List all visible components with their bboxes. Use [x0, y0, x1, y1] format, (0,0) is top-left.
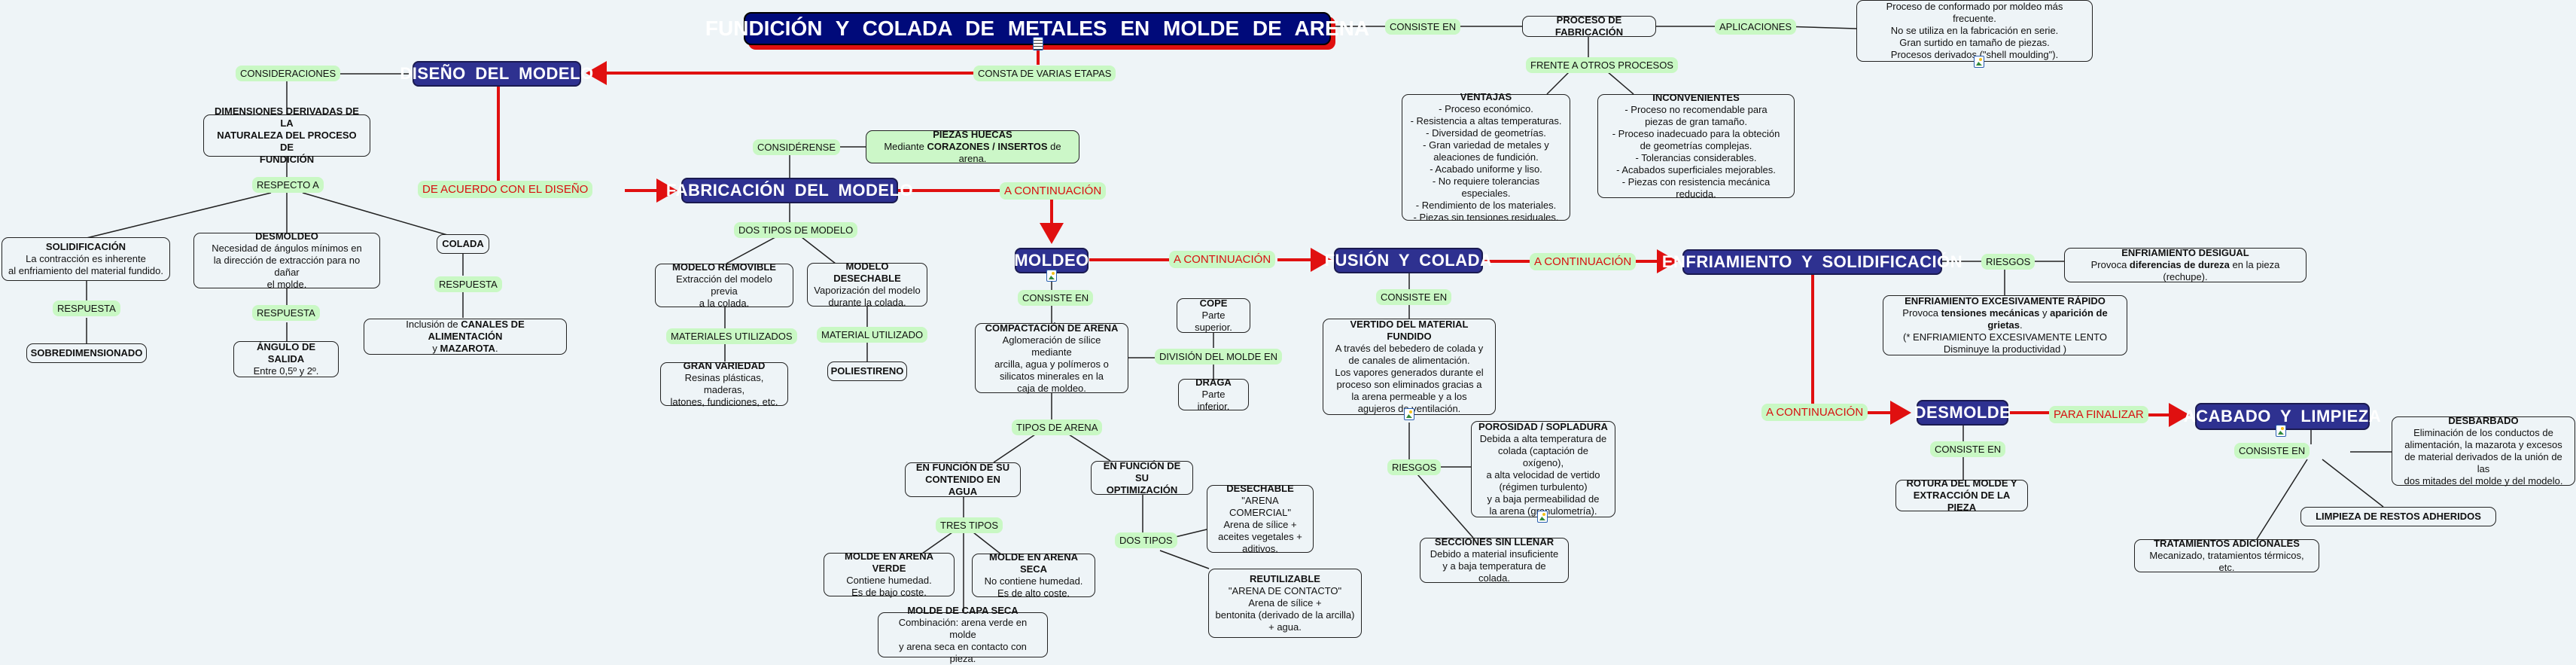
label-material-utilizado: MATERIAL UTILIZADO — [817, 327, 928, 343]
node-diseno-modelo[interactable]: DISEÑO DEL MODELO — [400, 61, 593, 87]
label-consiste-en-fusion: CONSISTE EN — [1376, 289, 1452, 305]
node-piezas-huecas[interactable]: PIEZAS HUECAS Mediante CORAZONES / INSER… — [866, 129, 1079, 164]
label-tres-tipos: TRES TIPOS — [936, 517, 1003, 533]
node-compactacion-arena[interactable]: COMPACTACIÓN DE ARENA Aglomeración de sí… — [975, 322, 1128, 394]
node-proceso-fabricacion[interactable]: PROCESO DE FABRICACIÓN — [1522, 14, 1656, 38]
node-ventajas[interactable]: VENTAJAS - Proceso económico. - Resisten… — [1402, 91, 1570, 223]
label-respuesta-1: RESPUESTA — [53, 300, 120, 316]
node-solidificacion[interactable]: SOLIDIFICACIÓN La contracción es inheren… — [2, 237, 170, 281]
node-cope[interactable]: COPE Parte superior. — [1177, 297, 1250, 333]
node-desmoldeo[interactable]: DESMOLDEO Necesidad de ángulos mínimos e… — [193, 230, 380, 290]
node-enfriamiento-solidificacion[interactable]: ENFRIAMIENTO Y SOLIDIFICACIÓN — [1662, 249, 1962, 275]
node-moldeo[interactable]: MOLDEO — [1014, 248, 1089, 273]
node-fusion-colada[interactable]: FUSIÓN Y COLADA — [1325, 248, 1492, 273]
label-consta-varias-etapas: CONSTA DE VARIAS ETAPAS — [973, 66, 1116, 81]
image-icon[interactable] — [1537, 511, 1548, 523]
node-desmolde[interactable]: DESMOLDE — [1914, 400, 2011, 426]
label-frente-otros-procesos: FRENTE A OTROS PROCESOS — [1526, 57, 1678, 73]
node-colada[interactable]: COLADA — [437, 234, 489, 254]
image-icon[interactable] — [1974, 56, 1984, 68]
document-icon[interactable] — [1033, 37, 1043, 50]
image-icon[interactable] — [1404, 408, 1414, 420]
label-tipos-arena: TIPOS DE ARENA — [1012, 419, 1103, 435]
label-a-continuacion-2: A CONTINUACIÓN — [1169, 251, 1276, 268]
label-a-continuacion-3: A CONTINUACIÓN — [1530, 253, 1637, 270]
node-rotura-molde[interactable]: ROTURA DEL MOLDE Y EXTRACCIÓN DE LA PIEZ… — [1895, 477, 2028, 513]
node-poliestireno[interactable]: POLIESTIRENO — [827, 361, 907, 381]
image-icon[interactable] — [2276, 425, 2286, 437]
main-title[interactable]: FUNDICIÓN Y COLADA DE METALES EN MOLDE D… — [705, 12, 1369, 45]
label-aplicaciones: APLICACIONES — [1715, 19, 1797, 35]
node-modelo-desechable[interactable]: MODELO DESECHABLE Vaporización del model… — [807, 261, 927, 308]
node-capa-seca[interactable]: MOLDE DE CAPA SECA Combinación: arena ve… — [878, 605, 1048, 664]
label-consiste-en-desmolde: CONSISTE EN — [1930, 441, 2006, 457]
node-gran-variedad[interactable]: GRAN VARIEDAD Resinas plásticas, maderas… — [660, 360, 788, 407]
node-draga[interactable]: DRAGA Parte inferior. — [1178, 377, 1249, 412]
node-optimizacion[interactable]: EN FUNCIÓN DE SU OPTIMIZACIÓN — [1091, 460, 1193, 496]
node-aplicaciones[interactable]: Proceso de conformado por moldeo más fre… — [1856, 0, 2093, 62]
label-materiales-utilizados: MATERIALES UTILIZADOS — [666, 328, 797, 344]
label-respuesta-2: RESPUESTA — [252, 305, 320, 321]
label-consiste-en-moldeo: CONSISTE EN — [1018, 290, 1094, 306]
label-para-finalizar: PARA FINALIZAR — [2049, 406, 2148, 423]
node-porosidad[interactable]: POROSIDAD / SOPLADURA Debida a alta temp… — [1471, 421, 1615, 517]
node-vertido[interactable]: VERTIDO DEL MATERIAL FUNDIDO A través de… — [1323, 319, 1496, 415]
node-desbarbado[interactable]: DESBARBADO Eliminación de los conductos … — [2392, 415, 2575, 487]
node-sobredimensionado[interactable]: SOBREDIMENSIONADO — [26, 343, 147, 363]
node-dimensiones[interactable]: DIMENSIONES DERIVADAS DE LA NATURALEZA D… — [203, 105, 370, 165]
node-inconvenientes[interactable]: INCONVENIENTES - Proceso no recomendable… — [1597, 92, 1795, 200]
label-riesgos-enfriamiento: RIESGOS — [1981, 254, 2036, 270]
node-fabricacion-modelo[interactable]: FABRICACIÓN DEL MODELO — [666, 178, 913, 203]
label-dos-tipos-modelo: DOS TIPOS DE MODELO — [734, 222, 858, 238]
node-desechable[interactable]: DESECHABLE "ARENA COMERCIAL" Arena de sí… — [1207, 483, 1314, 554]
label-a-continuacion-1: A CONTINUACIÓN — [1000, 182, 1107, 200]
node-angulo-salida[interactable]: ÁNGULO DE SALIDA Entre 0,5º y 2º. — [233, 341, 339, 377]
node-tratamientos-adicionales[interactable]: TRATAMIENTOS ADICIONALES Mecanizado, tra… — [2134, 538, 2319, 573]
label-respuesta-3: RESPUESTA — [434, 276, 502, 292]
label-considerense: CONSIDÉRENSE — [753, 139, 841, 155]
node-enfriamiento-desigual[interactable]: ENFRIAMIENTO DESIGUAL Provoca diferencia… — [2064, 247, 2307, 282]
node-arena-seca[interactable]: MOLDE EN ARENA SECA No contiene humedad.… — [972, 551, 1095, 599]
label-riesgos-fusion: RIESGOS — [1387, 459, 1442, 475]
label-a-continuacion-4: A CONTINUACIÓN — [1761, 404, 1868, 421]
node-canales-alimentacion[interactable]: Inclusión de CANALES DE ALIMENTACIÓN y M… — [364, 319, 567, 355]
node-arena-verde[interactable]: MOLDE EN ARENA VERDE Contiene humedad. E… — [824, 551, 955, 598]
label-consiste-en-acabado: CONSISTE EN — [2234, 443, 2310, 459]
label-de-acuerdo-diseno: DE ACUERDO CON EL DISEÑO — [418, 181, 593, 198]
node-modelo-removible[interactable]: MODELO REMOVIBLE Extracción del modelo p… — [655, 261, 793, 309]
node-reutilizable[interactable]: REUTILIZABLE "ARENA DE CONTACTO" Arena d… — [1208, 569, 1362, 638]
label-dos-tipos: DOS TIPOS — [1115, 532, 1177, 548]
node-secciones-sin-llenar[interactable]: SECCIONES SIN LLENAR Debido a material i… — [1420, 536, 1569, 584]
node-limpieza-restos[interactable]: LIMPIEZA DE RESTOS ADHERIDOS — [2300, 507, 2496, 526]
node-contenido-agua[interactable]: EN FUNCIÓN DE SU CONTENIDO EN AGUA — [905, 462, 1021, 497]
label-respecto-a: RESPECTO A — [252, 177, 324, 193]
image-icon[interactable] — [1046, 270, 1057, 282]
label-consideraciones: CONSIDERACIONES — [236, 66, 341, 81]
node-enfriamiento-rapido[interactable]: ENFRIAMIENTO EXCESIVAMENTE RÁPIDO Provoc… — [1883, 295, 2127, 355]
label-division-molde: DIVISIÓN DEL MOLDE EN — [1155, 349, 1282, 365]
label-consiste-en: CONSISTE EN — [1385, 19, 1461, 35]
